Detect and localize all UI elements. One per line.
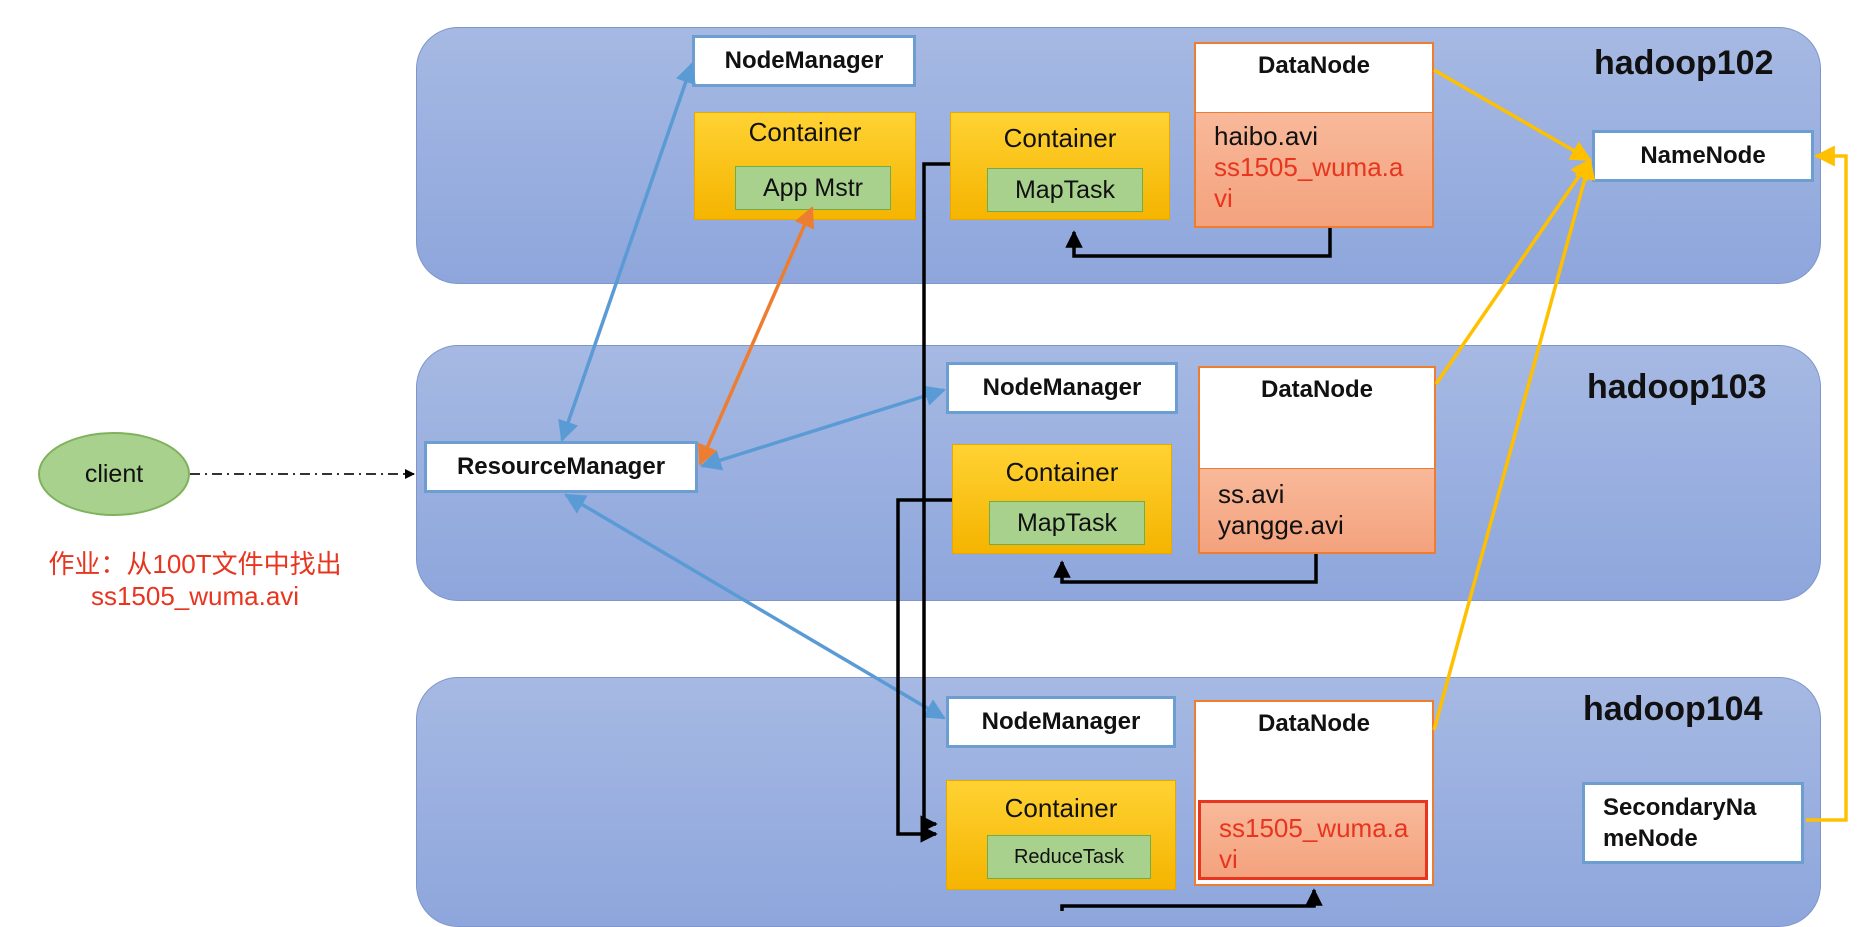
file-ss-avi: ss.avi (1218, 479, 1285, 509)
dn103-nn-line (1434, 158, 1592, 385)
file-ss1505-wuma-part1: ss1505_wuma.a (1214, 152, 1404, 182)
client-node: client (38, 432, 190, 516)
snn-nn-line (1806, 145, 1848, 822)
container-app-master: Container App Mstr (694, 112, 916, 220)
file-haibo-avi: haibo.avi (1214, 121, 1319, 151)
maptask102-to-reduce (920, 162, 950, 833)
host-title-hadoop104: hadoop104 (1583, 690, 1763, 728)
container-reducetask: Container ReduceTask (946, 780, 1176, 890)
file-ss1505-wuma-part1: ss1505_wuma.a (1219, 813, 1409, 843)
host-title-hadoop103: hadoop103 (1587, 368, 1767, 406)
maptask-hadoop102: MapTask (987, 168, 1143, 212)
job-note-line2: ss1505_wuma.avi (90, 581, 300, 611)
host-title-hadoop102: hadoop102 (1594, 44, 1774, 82)
rm-nm102-line (558, 62, 696, 442)
name-node: NameNode (1592, 130, 1814, 182)
container-label: Container (1005, 457, 1119, 487)
reducetask: ReduceTask (987, 835, 1151, 879)
file-ss1505-wuma-part2: vi (1219, 844, 1238, 874)
dn104-reducetask-flow (1060, 888, 1323, 911)
secondary-name-node-line1: SecondaryNa (1603, 794, 1757, 821)
node-manager-hadoop104: NodeManager (946, 696, 1176, 748)
container-maptask-hadoop102: Container MapTask (950, 112, 1170, 220)
dn102-maptask-flow (1065, 228, 1332, 258)
datanode-hadoop103: DataNode ss.avi yangge.avi (1198, 366, 1436, 554)
datanode-title: DataNode (1257, 710, 1371, 737)
container-label: Container (1003, 123, 1117, 153)
dn104-nn-line (1432, 157, 1596, 731)
maptask-hadoop103: MapTask (989, 501, 1145, 545)
file-ss1505-wuma-part2: vi (1214, 183, 1233, 213)
rm-appmaster-line (697, 206, 815, 466)
node-manager-hadoop102: NodeManager (692, 35, 916, 87)
dn103-maptask-flow (1053, 554, 1318, 584)
app-master-task: App Mstr (735, 166, 891, 210)
rm-nm103-line (699, 385, 947, 471)
container-label: Container (1004, 793, 1118, 823)
secondary-name-node-line2: meNode (1603, 825, 1698, 852)
file-yangge-avi: yangge.avi (1218, 510, 1344, 540)
maptask103-to-reduce (896, 498, 952, 843)
datanode-files: ss.avi yangge.avi (1200, 468, 1434, 552)
datanode-hadoop102: DataNode haibo.avi ss1505_wuma.a vi (1194, 42, 1434, 228)
datanode-files: ss1505_wuma.a vi (1198, 800, 1428, 880)
resource-manager: ResourceManager (424, 441, 698, 493)
job-note: 作业：从100T文件中找出 ss1505_wuma.avi (40, 548, 350, 612)
rm-nm104-line (564, 493, 946, 720)
secondary-name-node: SecondaryNa meNode (1582, 782, 1804, 864)
datanode-title: DataNode (1260, 376, 1374, 403)
container-maptask-hadoop103: Container MapTask (952, 444, 1172, 554)
dn102-nn-line (1433, 68, 1592, 162)
job-note-line1: 作业：从100T文件中找出 (48, 549, 342, 579)
datanode-title: DataNode (1257, 52, 1371, 79)
datanode-files: haibo.avi ss1505_wuma.a vi (1196, 112, 1432, 226)
datanode-hadoop104: DataNode ss1505_wuma.a vi (1194, 700, 1434, 886)
node-manager-hadoop103: NodeManager (946, 362, 1178, 414)
container-label: Container (748, 117, 862, 147)
